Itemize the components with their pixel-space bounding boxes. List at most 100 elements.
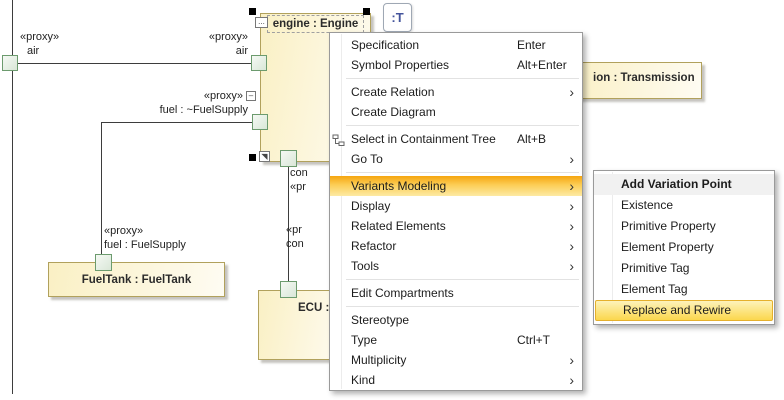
- menu-item-label: Tools: [351, 259, 380, 273]
- connector-fuel-vertical[interactable]: [101, 122, 102, 255]
- structure-marker-icon[interactable]: ◥: [259, 151, 270, 162]
- port-fuel-engine[interactable]: [252, 114, 268, 130]
- selection-handle[interactable]: [249, 154, 256, 161]
- connector-fuel-horizontal[interactable]: [101, 122, 252, 123]
- menu-gutter-divider: [341, 34, 342, 389]
- clipped-label-fragment: con: [290, 167, 308, 179]
- clipped-label-fragment: «pr: [286, 224, 302, 236]
- collapse-minus-icon[interactable]: –: [246, 91, 256, 101]
- menu-item-display[interactable]: Display: [330, 196, 582, 216]
- stereotype-label: «proxy»: [20, 31, 60, 43]
- menu-separator: [346, 306, 579, 307]
- menu-item-go-to[interactable]: Go To: [330, 149, 582, 169]
- selection-handle[interactable]: [363, 8, 370, 15]
- menu-item-label: Primitive Tag: [621, 261, 690, 275]
- menu-item-symbol-properties[interactable]: Symbol Properties Alt+Enter: [330, 55, 582, 75]
- menu-item-label: Element Property: [621, 240, 714, 254]
- menu-item-label: Select in Containment Tree: [351, 132, 496, 146]
- menu-shortcut: Enter: [517, 38, 546, 52]
- menu-item-multiplicity[interactable]: Multiplicity: [330, 350, 582, 370]
- stereotype-label: «proxy»: [203, 90, 243, 102]
- menu-item-create-diagram[interactable]: Create Diagram: [330, 102, 582, 122]
- containment-tree-icon: [332, 133, 345, 146]
- connector-air[interactable]: [18, 63, 251, 64]
- submenu-arrow-icon: [569, 256, 574, 276]
- submenu-item-replace-and-rewire[interactable]: Replace and Rewire: [595, 300, 773, 321]
- port-engine-bottom[interactable]: [280, 150, 297, 167]
- port-name-label: fuel : FuelSupply: [104, 239, 186, 251]
- submenu-item-primitive-property[interactable]: Primitive Property: [594, 216, 774, 237]
- submenu-item-element-property[interactable]: Element Property: [594, 237, 774, 258]
- port-ecu-top[interactable]: [280, 281, 297, 298]
- connector-ecu[interactable]: [288, 166, 289, 283]
- compartments-dots-icon[interactable]: ...: [255, 17, 268, 28]
- menu-item-label: Edit Compartments: [351, 286, 454, 300]
- submenu-arrow-icon: [569, 176, 574, 196]
- menu-item-label: Add Variation Point: [621, 177, 732, 191]
- menu-item-label: Create Diagram: [351, 105, 436, 119]
- menu-item-edit-compartments[interactable]: Edit Compartments: [330, 283, 582, 303]
- menu-item-kind[interactable]: Kind: [330, 370, 582, 390]
- menu-separator: [346, 172, 579, 173]
- submenu-arrow-icon: [569, 350, 574, 370]
- menu-item-refactor[interactable]: Refactor: [330, 236, 582, 256]
- menu-shortcut: Alt+B: [517, 132, 547, 146]
- menu-item-tools[interactable]: Tools: [330, 256, 582, 276]
- menu-item-stereotype[interactable]: Stereotype: [330, 310, 582, 330]
- menu-item-label: Related Elements: [351, 219, 446, 233]
- submenu-arrow-icon: [569, 196, 574, 216]
- submenu-item-add-variation-point[interactable]: Add Variation Point: [594, 174, 774, 195]
- port-name-label: air: [27, 45, 40, 57]
- menu-item-label: Replace and Rewire: [623, 303, 732, 317]
- menu-item-label: Specification: [351, 38, 420, 52]
- menu-item-label: Stereotype: [351, 313, 410, 327]
- engine-title-box[interactable]: engine : Engine: [267, 15, 364, 33]
- port-name-label: air: [235, 45, 248, 57]
- menu-item-label: Type: [351, 333, 378, 347]
- submenu-item-element-tag[interactable]: Element Tag: [594, 279, 774, 300]
- engine-title: engine : Engine: [272, 18, 359, 30]
- menu-item-label: Variants Modeling: [351, 179, 447, 193]
- menu-item-related-elements[interactable]: Related Elements: [330, 216, 582, 236]
- menu-item-label: Go To: [351, 152, 383, 166]
- port-air-engine[interactable]: [251, 55, 267, 71]
- submenu-arrow-icon: [569, 236, 574, 256]
- stereotype-label: «proxy»: [104, 225, 144, 237]
- menu-shortcut: Ctrl+T: [517, 333, 550, 347]
- context-menu: Specification Enter Symbol Properties Al…: [329, 32, 583, 391]
- menu-item-label: Refactor: [351, 239, 397, 253]
- transmission-block[interactable]: ion : Transmission: [566, 62, 702, 99]
- menu-item-label: Display: [351, 199, 391, 213]
- ecu-title: ECU :: [298, 302, 330, 314]
- submenu-arrow-icon: [569, 216, 574, 236]
- menu-gutter-divider: [612, 172, 613, 323]
- submenu-arrow-icon: [569, 370, 574, 390]
- fueltank-title: FuelTank : FuelTank: [81, 273, 192, 286]
- clipped-label-fragment: con: [286, 238, 304, 250]
- port-air-edge[interactable]: [2, 55, 18, 71]
- menu-item-label: Element Tag: [621, 282, 688, 296]
- menu-item-label: Existence: [621, 198, 674, 212]
- menu-item-select-in-containment-tree[interactable]: Select in Containment Tree Alt+B: [330, 129, 582, 149]
- menu-shortcut: Alt+Enter: [517, 58, 567, 72]
- submenu-item-existence[interactable]: Existence: [594, 195, 774, 216]
- port-fueltank-top[interactable]: [95, 254, 112, 271]
- menu-item-specification[interactable]: Specification Enter: [330, 35, 582, 55]
- variants-modeling-submenu: Add Variation Point Existence Primitive …: [593, 170, 775, 325]
- submenu-arrow-icon: [569, 149, 574, 169]
- menu-item-variants-modeling[interactable]: Variants Modeling: [330, 176, 582, 196]
- menu-item-create-relation[interactable]: Create Relation: [330, 82, 582, 102]
- menu-separator: [346, 125, 579, 126]
- menu-item-label: Create Relation: [351, 85, 435, 99]
- stereotype-label: «proxy»: [208, 31, 248, 43]
- port-name-label: fuel : ~FuelSupply: [159, 104, 248, 116]
- selection-handle[interactable]: [249, 8, 256, 15]
- connector-air-left-top[interactable]: [12, 0, 13, 55]
- menu-item-label: Symbol Properties: [351, 58, 450, 72]
- connector-air-left-bottom[interactable]: [12, 71, 13, 394]
- menu-item-type[interactable]: Type Ctrl+T: [330, 330, 582, 350]
- type-quick-button[interactable]: :T: [383, 3, 412, 32]
- submenu-item-primitive-tag[interactable]: Primitive Tag: [594, 258, 774, 279]
- fueltank-block[interactable]: FuelTank : FuelTank: [48, 262, 225, 297]
- menu-separator: [346, 78, 579, 79]
